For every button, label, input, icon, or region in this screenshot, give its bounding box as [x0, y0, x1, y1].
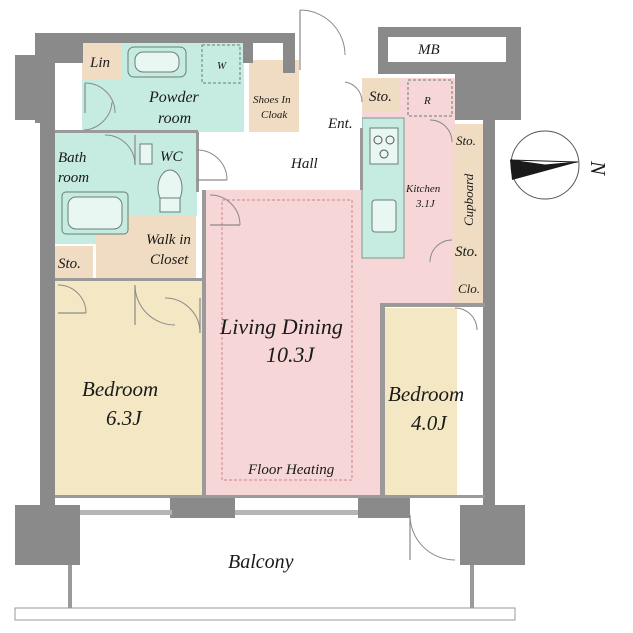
- refrigerator-label: R: [423, 95, 431, 107]
- bedroom-right-label-1: Bedroom: [388, 382, 464, 406]
- kitchen-label-1: Kitchen: [405, 183, 441, 195]
- bathtub-inner-icon: [134, 51, 180, 73]
- floor-heating-zone: [221, 199, 353, 481]
- sto-entry-area: [362, 78, 400, 112]
- wc-sink-icon: [139, 143, 153, 165]
- burner-icon: [373, 135, 383, 145]
- clo-area: [453, 268, 483, 306]
- compass-north-label: N: [586, 160, 610, 176]
- walls: [14, 27, 525, 621]
- entrance-label: Ent.: [327, 116, 353, 132]
- balcony-label: Balcony: [228, 551, 294, 573]
- sto-kitchen-top-area: [453, 124, 483, 154]
- sto-left-label: Sto.: [58, 256, 81, 272]
- stove-icon: [369, 127, 399, 165]
- living-dining-label-1: Living Dining: [219, 314, 343, 339]
- fixtures: [61, 44, 453, 481]
- burner-icon: [385, 135, 395, 145]
- refrigerator-icon: [407, 79, 453, 117]
- bedroom-left-area: [55, 280, 205, 497]
- refrigerator-area: [404, 78, 452, 118]
- clo-label: Clo.: [458, 281, 480, 296]
- sto-entry-label: Sto.: [369, 89, 392, 105]
- bath-room-label-1: Bath: [58, 150, 86, 166]
- sto-kitchen-bottom-label: Sto.: [455, 244, 478, 260]
- toilet-tank-icon: [159, 197, 181, 213]
- labels: Lin W Powder room Shoes In Cloak Sto. R …: [58, 42, 480, 573]
- cupboard-label: Cupboard: [461, 173, 476, 226]
- kitchen-label-2: 3.1J: [415, 198, 436, 210]
- walk-in-closet-label-1: Walk in: [146, 232, 191, 248]
- kitchen-sink-icon: [371, 199, 397, 233]
- bedroom-left-label-1: Bedroom: [82, 377, 158, 401]
- sto-left-area: [55, 246, 93, 280]
- bedroom-left-label-2: 6.3J: [106, 406, 143, 430]
- cupboard-area: [453, 154, 483, 234]
- compass-icon: N: [509, 130, 610, 200]
- bath-tub-inner-icon: [67, 196, 123, 230]
- lin-label: Lin: [89, 55, 110, 71]
- shoes-cloak-label-2: Cloak: [261, 109, 288, 121]
- hall-area: [198, 132, 360, 190]
- bedroom-right-area: [385, 308, 457, 495]
- burner-icon: [379, 149, 389, 159]
- hall-label: Hall: [290, 156, 318, 172]
- lin-area: [82, 42, 122, 80]
- floor-heating-label: Floor Heating: [247, 462, 335, 478]
- shoes-cloak-label-1: Shoes In: [253, 94, 291, 106]
- walk-in-closet-label-2: Closet: [150, 252, 189, 268]
- bath-room-label-2: room: [58, 170, 89, 186]
- doors: [57, 9, 478, 561]
- sto-kitchen-top-label: Sto.: [456, 133, 476, 148]
- entrance-area: [299, 70, 362, 132]
- powder-room-label-2: room: [158, 110, 191, 127]
- washer-icon: [201, 44, 241, 84]
- washer-label: W: [217, 60, 227, 72]
- wc-label: WC: [160, 149, 183, 165]
- sto-kitchen-bottom-area: [453, 234, 483, 268]
- powder-room-label-1: Powder: [148, 89, 200, 106]
- living-dining-label-2: 10.3J: [266, 342, 316, 367]
- bedroom-right-label-2: 4.0J: [411, 411, 448, 435]
- mb-label: MB: [417, 42, 440, 58]
